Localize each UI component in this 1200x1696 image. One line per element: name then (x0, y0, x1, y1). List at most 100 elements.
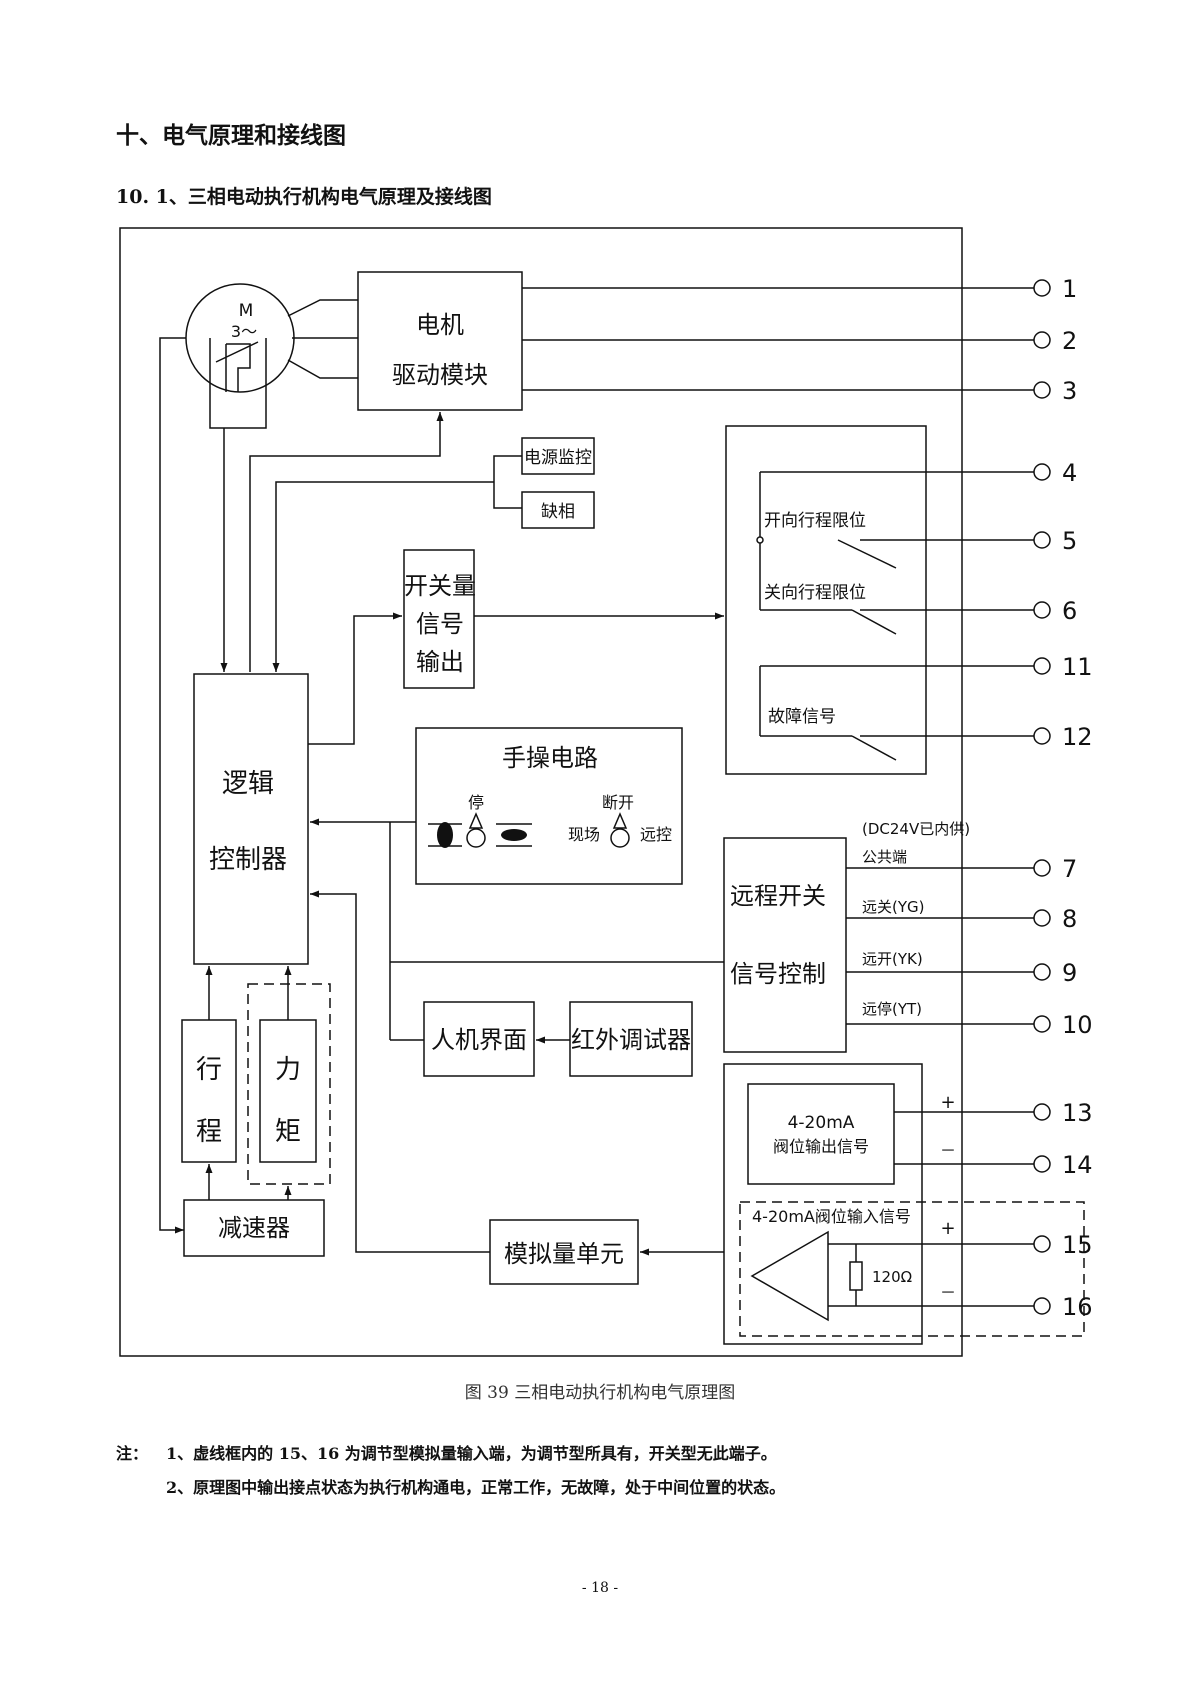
resistor-label: 120Ω (872, 1268, 912, 1286)
analog-unit-box (489, 1219, 639, 1285)
output-minus: － (940, 1141, 956, 1160)
reducer-box (183, 1199, 325, 1257)
terminal-8-icon (1033, 909, 1051, 927)
terminal-7-icon (1033, 859, 1051, 877)
remote-close-label: 远关(YG) (862, 898, 925, 916)
terminal-16-label: 16 (1062, 1293, 1093, 1321)
valve-position-output-box (747, 1083, 895, 1185)
ir-debugger-label: 红外调试器 (571, 1026, 691, 1054)
page-number: - 18 - (581, 1580, 619, 1596)
terminal-8-label: 8 (1062, 905, 1077, 933)
hmi-box (423, 1001, 535, 1077)
remote-open-label: 远开(YK) (862, 950, 923, 968)
terminal-2-icon (1033, 331, 1051, 349)
output-4-20-label-2: 阀位输出信号 (773, 1137, 869, 1156)
section-heading: 十、电气原理和接线图 (116, 122, 346, 149)
torque-sensor-box (259, 1019, 317, 1163)
power-monitor-label: 电源监控 (524, 448, 592, 468)
amplifier-icon (750, 1230, 829, 1322)
switch-output-label-1: 开关量 (404, 572, 476, 600)
remote-control-label-1: 远程开关 (730, 882, 826, 910)
manual-stop-knob-icon (466, 812, 486, 848)
terminal-15-label: 15 (1062, 1231, 1093, 1259)
manual-local-label: 现场 (568, 825, 600, 844)
limit-open-label: 开向行程限位 (764, 511, 866, 531)
terminal-10-icon (1033, 1015, 1051, 1033)
terminal-1-icon (1033, 279, 1051, 297)
notes-label: 注： (116, 1444, 149, 1463)
output-4-20-label-1: 4-20mA (788, 1113, 855, 1133)
switch-output-label-3: 输出 (416, 648, 464, 676)
manual-off-label: 断开 (602, 793, 634, 812)
manual-remote-label: 远控 (640, 825, 672, 844)
input-plus: + (940, 1218, 955, 1239)
outer-frame (119, 227, 963, 1357)
motor-driver-module (357, 271, 523, 411)
motor-driver-label-1: 电机 (416, 311, 464, 339)
manual-circuit-title: 手操电路 (502, 744, 598, 772)
note-item-2: 2、原理图中输出接点状态为执行机构通电，正常工作，无故障，处于中间位置的状态。 (166, 1478, 786, 1497)
terminal-4-icon (1033, 463, 1051, 481)
manual-close-button-icon (428, 822, 462, 848)
travel-label-1: 行 (196, 1055, 222, 1085)
terminal-3-icon (1033, 381, 1051, 399)
subsection-heading: 10. 1、三相电动执行机构电气原理及接线图 (116, 186, 492, 208)
terminal-13-icon (1033, 1103, 1051, 1121)
analog-io-block (723, 1063, 923, 1345)
terminal-3-label: 3 (1062, 377, 1077, 405)
switch-signal-output (403, 549, 475, 689)
remote-switch-control-box (723, 837, 847, 1053)
reducer-label: 减速器 (218, 1214, 290, 1242)
terminal-15-icon (1033, 1235, 1051, 1253)
terminal-9-label: 9 (1062, 959, 1077, 987)
torque-label-1: 力 (275, 1055, 301, 1085)
remote-control-label-2: 信号控制 (730, 960, 826, 988)
terminal-11-icon (1033, 657, 1051, 675)
terminal-7-label: 7 (1062, 855, 1077, 883)
terminal-11-label: 11 (1062, 653, 1093, 681)
terminal-2-label: 2 (1062, 327, 1077, 355)
terminal-9-icon (1033, 963, 1051, 981)
note-item-1: 1、虚线框内的 15、16 为调节型模拟量输入端，为调节型所具有，开关型无此端子… (166, 1444, 777, 1463)
resistor-icon (849, 1261, 863, 1291)
travel-label-2: 程 (196, 1117, 222, 1147)
terminal-16-icon (1033, 1297, 1051, 1315)
terminal-10-label: 10 (1062, 1011, 1093, 1039)
terminal-5-label: 5 (1062, 527, 1077, 555)
logic-controller-label-1: 逻辑 (222, 769, 274, 799)
local-remote-knob-icon (610, 812, 630, 848)
input-minus: － (940, 1283, 956, 1302)
terminal-4-label: 4 (1062, 459, 1077, 487)
phase-loss-box (521, 491, 595, 529)
analog-unit-label: 模拟量单元 (504, 1240, 624, 1268)
travel-sensor-box (181, 1019, 237, 1163)
terminal-6-label: 6 (1062, 597, 1077, 625)
output-plus: + (940, 1092, 955, 1113)
terminal-14-icon (1033, 1155, 1051, 1173)
remote-common-label: 公共端 (862, 848, 907, 866)
input-4-20-label: 4-20mA阀位输入信号 (752, 1207, 911, 1226)
terminal-6-icon (1033, 601, 1051, 619)
motor-driver-label-2: 驱动模块 (392, 361, 488, 389)
torque-label-2: 矩 (275, 1117, 301, 1147)
regulating-input-dashed-frame (739, 1201, 1085, 1337)
remote-supply-label: (DC24V已内供) (862, 820, 970, 838)
torque-dashed-frame (247, 983, 331, 1185)
phase-loss-label: 缺相 (541, 502, 575, 522)
terminal-12-label: 12 (1062, 723, 1093, 751)
terminal-1-label: 1 (1062, 275, 1077, 303)
manual-circuit-box (415, 727, 683, 885)
terminal-13-label: 13 (1062, 1099, 1093, 1127)
hmi-label: 人机界面 (431, 1026, 527, 1054)
remote-stop-label: 远停(YT) (862, 1000, 922, 1018)
manual-open-button-icon (496, 823, 532, 847)
motor-phase: 3～ (231, 322, 257, 341)
logic-controller (193, 673, 309, 965)
limit-switch-block (725, 425, 927, 775)
terminal-5-icon (1033, 531, 1051, 549)
limit-close-label: 关向行程限位 (764, 583, 866, 603)
motor-symbol: M 3～ (185, 283, 295, 429)
wiring-diagram: M 3～ 电机 驱动模块 电源监控 缺相 逻辑 控制器 开关量 信号 输出 手操… (119, 227, 1093, 1357)
terminal-14-label: 14 (1062, 1151, 1093, 1179)
